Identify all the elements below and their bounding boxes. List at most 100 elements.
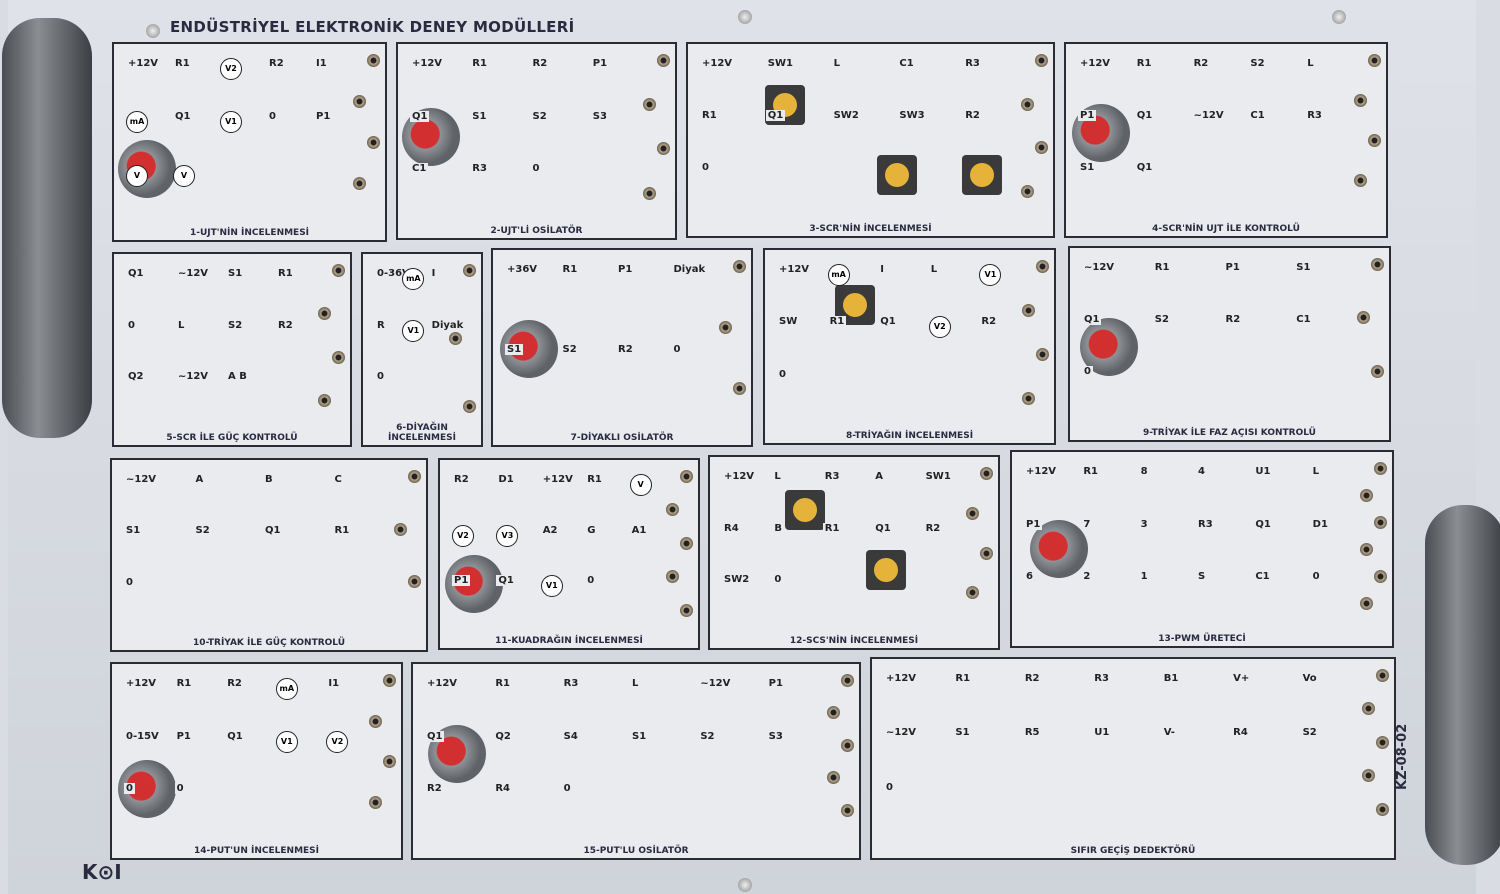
banana-jack[interactable] bbox=[827, 771, 840, 785]
banana-jack[interactable] bbox=[1035, 54, 1048, 67]
component-label: 4 bbox=[1196, 466, 1207, 477]
component-label: 0 bbox=[671, 343, 683, 355]
meter-symbol: V1 bbox=[275, 730, 298, 753]
banana-jack[interactable] bbox=[657, 142, 670, 156]
banana-jack[interactable] bbox=[666, 570, 679, 584]
banana-jack[interactable] bbox=[353, 95, 366, 108]
component-label: S1 bbox=[630, 730, 649, 742]
banana-jack[interactable] bbox=[643, 98, 656, 112]
banana-jack[interactable] bbox=[1376, 669, 1389, 682]
banana-jack[interactable] bbox=[719, 321, 732, 335]
banana-jack[interactable] bbox=[680, 603, 693, 617]
component-label: S1 bbox=[1078, 162, 1097, 173]
banana-jack[interactable] bbox=[643, 186, 656, 200]
component-label: R bbox=[375, 319, 387, 331]
banana-jack[interactable] bbox=[1357, 311, 1370, 325]
banana-jack[interactable] bbox=[353, 177, 366, 190]
banana-jack[interactable] bbox=[980, 467, 993, 480]
push-button-switch[interactable] bbox=[866, 550, 906, 590]
banana-jack[interactable] bbox=[383, 755, 396, 768]
component-label: +12V bbox=[124, 678, 159, 689]
component-label: 0 bbox=[777, 368, 788, 380]
banana-jack[interactable] bbox=[408, 470, 421, 483]
component-label: 0 bbox=[126, 319, 137, 331]
component-label: S2 bbox=[226, 319, 245, 331]
push-button-switch[interactable] bbox=[877, 155, 917, 195]
component-label: V- bbox=[1161, 727, 1177, 739]
banana-jack[interactable] bbox=[733, 260, 746, 273]
banana-jack[interactable] bbox=[408, 575, 421, 589]
banana-jack[interactable] bbox=[966, 586, 979, 600]
banana-jack[interactable] bbox=[463, 400, 476, 414]
banana-jack[interactable] bbox=[1374, 516, 1387, 529]
banana-jack[interactable] bbox=[369, 714, 382, 728]
banana-jack[interactable] bbox=[1376, 735, 1389, 749]
component-label: R3 bbox=[1092, 673, 1111, 684]
banana-jack[interactable] bbox=[1036, 260, 1049, 273]
component-label: R1 bbox=[560, 264, 580, 275]
banana-jack[interactable] bbox=[1036, 347, 1049, 361]
banana-jack[interactable] bbox=[1362, 702, 1375, 716]
component-label: 0 bbox=[1082, 366, 1093, 377]
banana-jack[interactable] bbox=[841, 738, 854, 752]
banana-jack[interactable] bbox=[369, 795, 382, 809]
banana-jack[interactable] bbox=[680, 536, 693, 550]
push-button-switch[interactable] bbox=[785, 490, 825, 530]
banana-jack[interactable] bbox=[1371, 258, 1384, 271]
component-label: I bbox=[878, 264, 886, 275]
potentiometer-knob[interactable] bbox=[118, 140, 176, 198]
banana-jack[interactable] bbox=[1362, 769, 1375, 783]
banana-jack[interactable] bbox=[841, 674, 854, 687]
push-button-switch[interactable] bbox=[962, 155, 1002, 195]
banana-jack[interactable] bbox=[332, 350, 345, 364]
meter-symbol: V1 bbox=[979, 264, 1002, 286]
banana-jack[interactable] bbox=[1371, 364, 1384, 378]
banana-jack[interactable] bbox=[666, 503, 679, 517]
banana-jack[interactable] bbox=[1368, 134, 1381, 147]
banana-jack[interactable] bbox=[1035, 141, 1048, 155]
banana-jack[interactable] bbox=[841, 803, 854, 817]
banana-jack[interactable] bbox=[332, 264, 345, 277]
component-label: P1 bbox=[1024, 518, 1043, 530]
component-label: ~12V bbox=[176, 268, 211, 279]
banana-jack[interactable] bbox=[1021, 97, 1034, 111]
banana-jack[interactable] bbox=[1360, 489, 1373, 502]
banana-jack[interactable] bbox=[1360, 597, 1373, 610]
banana-jack[interactable] bbox=[1374, 570, 1387, 583]
banana-jack[interactable] bbox=[463, 264, 476, 277]
component-label: 0 bbox=[530, 163, 542, 175]
banana-jack[interactable] bbox=[1022, 303, 1035, 317]
component-label: V+ bbox=[1231, 673, 1252, 684]
banana-jack[interactable] bbox=[680, 470, 693, 483]
banana-jack[interactable] bbox=[1354, 94, 1367, 107]
banana-jack[interactable] bbox=[318, 307, 331, 321]
banana-jack[interactable] bbox=[980, 546, 993, 560]
banana-jack[interactable] bbox=[1376, 802, 1389, 816]
component-label: A bbox=[873, 471, 885, 482]
banana-jack[interactable] bbox=[1368, 54, 1381, 67]
banana-jack[interactable] bbox=[733, 382, 746, 396]
banana-jack[interactable] bbox=[1021, 184, 1034, 198]
component-label: P1 bbox=[1223, 262, 1242, 273]
banana-jack[interactable] bbox=[383, 674, 396, 687]
component-label: R4 bbox=[722, 522, 741, 534]
banana-jack[interactable] bbox=[367, 136, 380, 149]
banana-jack[interactable] bbox=[966, 506, 979, 520]
module-title: 6-DİYAĞIN İNCELENMESİ bbox=[388, 423, 456, 443]
component-label: L bbox=[176, 319, 187, 331]
module-title: 2-UJT'Lİ OSİLATÖR bbox=[490, 226, 583, 236]
banana-jack[interactable] bbox=[1374, 462, 1387, 475]
banana-jack[interactable] bbox=[449, 332, 462, 346]
banana-jack[interactable] bbox=[318, 394, 331, 408]
banana-jack[interactable] bbox=[657, 54, 670, 67]
banana-jack[interactable] bbox=[1022, 391, 1035, 405]
banana-jack[interactable] bbox=[367, 54, 380, 67]
component-label: Q2 bbox=[493, 730, 513, 742]
banana-jack[interactable] bbox=[827, 706, 840, 720]
banana-jack[interactable] bbox=[394, 522, 407, 536]
banana-jack[interactable] bbox=[1354, 174, 1367, 187]
banana-jack[interactable] bbox=[1360, 543, 1373, 556]
potentiometer-knob[interactable] bbox=[1030, 520, 1088, 578]
